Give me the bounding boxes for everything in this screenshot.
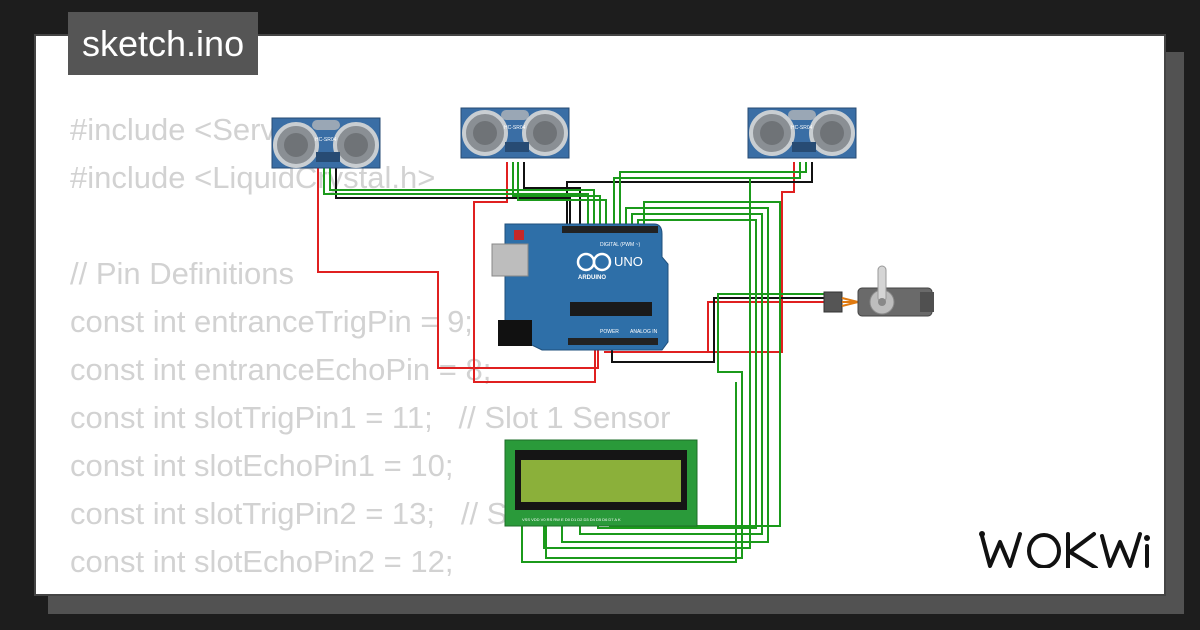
- code-line: const int parkedSlots = 0; // Total numb…: [70, 586, 858, 594]
- lcd-display: VSS VDD V0 RS RW E D0 D1 D2 D3 D4 D5 D6 …: [504, 439, 698, 527]
- wire-green-servo: [545, 293, 830, 559]
- code-line: const int entranceTrigPin = 9;: [70, 304, 473, 339]
- board-brand: ARDUINO: [578, 275, 606, 281]
- wire-red-1: [317, 162, 599, 369]
- wire-green-4: [517, 162, 607, 227]
- microcontroller-chip: [570, 302, 652, 316]
- wire-black-2: [523, 162, 581, 227]
- wire-red-2: [473, 162, 596, 383]
- wire-green-2: [329, 162, 595, 227]
- wire-green-lcd1: [561, 207, 769, 543]
- wire-black-1: [335, 162, 571, 227]
- wire-black-3: [566, 162, 813, 227]
- analog-header-label: ANALOG IN: [630, 329, 658, 335]
- power-header-label: POWER: [600, 329, 619, 335]
- sensor-label: HC-SR04: [315, 137, 337, 143]
- wire-black-servo: [611, 297, 830, 363]
- ultrasonic-sensor-middle: HC-SR04: [460, 107, 570, 159]
- wire-green-lcd3: [597, 219, 757, 529]
- wire-green-lcd5: [543, 177, 751, 549]
- power-analog-header: [568, 338, 658, 345]
- wire-green-6: [619, 162, 807, 227]
- wire-green-lcd2: [579, 213, 763, 535]
- servo-motor: [823, 265, 934, 317]
- digital-header: [562, 226, 658, 233]
- ultrasonic-sensor-right: HC-SR04: [747, 107, 857, 159]
- reset-button: [514, 230, 524, 240]
- board-model: UNO: [614, 254, 643, 269]
- code-line: const int entranceEchoPin = 8;: [70, 352, 492, 387]
- arduino-uno-board: DIGITAL (PWM ~) POWER ANALOG IN UNO ARDU…: [491, 223, 669, 351]
- wire-green-3: [512, 162, 601, 227]
- code-line: const int slotTrigPin1 = 11; // Slot 1 S…: [70, 400, 671, 435]
- wire-green-lcd6: [521, 382, 737, 563]
- code-line: const int slotEchoPin2 = 12;: [70, 544, 454, 579]
- wire-red-servo: [707, 301, 830, 352]
- usb-port: [491, 243, 529, 277]
- sketch-title: sketch.ino: [68, 12, 259, 75]
- code-line: // Pin Definitions: [70, 256, 294, 291]
- sensor-label: HC-SR04: [504, 125, 526, 131]
- circuit-diagram: HC-SR04 HC-SR04 HC-SR04: [271, 107, 934, 563]
- digital-header-label: DIGITAL (PWM ~): [600, 242, 640, 248]
- preview-card: #include <Servo.h> #include <LiquidCryst…: [34, 34, 1166, 596]
- wokwi-logo: [979, 531, 1150, 568]
- ultrasonic-sensor-left: HC-SR04: [271, 117, 381, 169]
- sensor-label: HC-SR04: [791, 125, 813, 131]
- wire-green-1: [323, 162, 589, 227]
- lcd-pin-labels: VSS VDD V0 RS RW E D0 D1 D2 D3 D4 D5 D6 …: [522, 517, 621, 522]
- power-jack: [498, 320, 532, 346]
- code-line: const int slotEchoPin1 = 10;: [70, 448, 454, 483]
